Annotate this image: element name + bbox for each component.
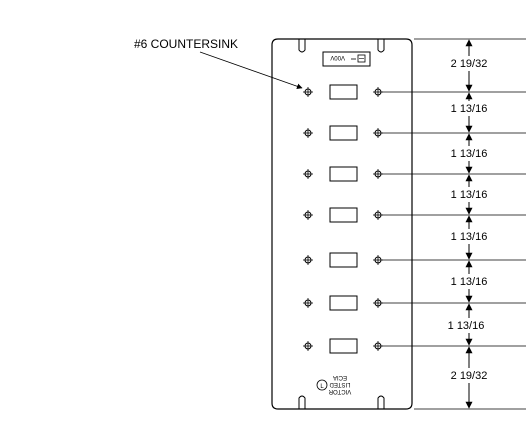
dimension-label: 1 13/16	[451, 231, 488, 243]
switch-cutout	[329, 207, 358, 223]
countersink-hole-left	[303, 298, 313, 308]
switch-cutout	[329, 166, 358, 182]
switch-label-plate	[322, 51, 371, 67]
top-right-slot	[377, 39, 385, 53]
panel-outline	[271, 38, 413, 410]
dimension-chain: 2 19/32 1 13/16 1 13/16 1 13/16 1 13/16 1 13/…	[448, 39, 488, 409]
countersink-hole-right	[373, 87, 383, 97]
extension-lines	[382, 38, 526, 410]
dimension-label: 1 13/16	[448, 320, 485, 332]
countersink-hole-left	[303, 169, 313, 179]
countersink-hole-right	[373, 298, 383, 308]
countersink-hole-right	[373, 341, 383, 351]
countersink-hole-right	[373, 255, 383, 265]
maker-marking: VICTOR LISTED ECIA	[328, 374, 351, 394]
switch-rows	[303, 84, 383, 354]
dimension-label: 1 13/16	[451, 148, 488, 160]
switch-cutout	[329, 338, 358, 354]
switch-cutout	[329, 295, 358, 311]
countersink-hole-right	[373, 128, 383, 138]
bottom-left-slot	[298, 395, 306, 409]
countersink-callout: #6 COUNTERSINK	[134, 37, 238, 51]
dimension-label: 1 13/16	[451, 189, 488, 201]
maker-logo-mark: L	[320, 384, 324, 390]
callout-leader	[199, 51, 303, 89]
dimension-label: 1 13/16	[451, 276, 488, 288]
maker-logo	[316, 379, 328, 391]
bottom-right-slot	[377, 395, 385, 409]
countersink-hole-left	[303, 341, 313, 351]
dimension-label: 2 19/32	[451, 58, 488, 70]
countersink-hole-left	[303, 128, 313, 138]
switch-label-box	[357, 54, 366, 63]
countersink-hole-left	[303, 87, 313, 97]
maker-marking-line-3: ECIA	[333, 374, 347, 380]
dimension-label: 1 13/16	[451, 103, 488, 115]
switch-cutout	[329, 84, 358, 100]
countersink-hole-right	[373, 210, 383, 220]
maker-marking-line-1: VICTOR	[328, 388, 351, 394]
countersink-hole-left	[303, 210, 313, 220]
countersink-hole-right	[373, 169, 383, 179]
maker-marking-line-2: LISTED	[329, 381, 351, 387]
top-left-slot	[298, 39, 306, 53]
dimension-label: 2 19/32	[451, 370, 488, 382]
switch-label-text: V00V	[330, 54, 345, 60]
switch-cutout	[329, 125, 358, 141]
switch-cutout	[329, 252, 358, 268]
countersink-hole-left	[303, 255, 313, 265]
